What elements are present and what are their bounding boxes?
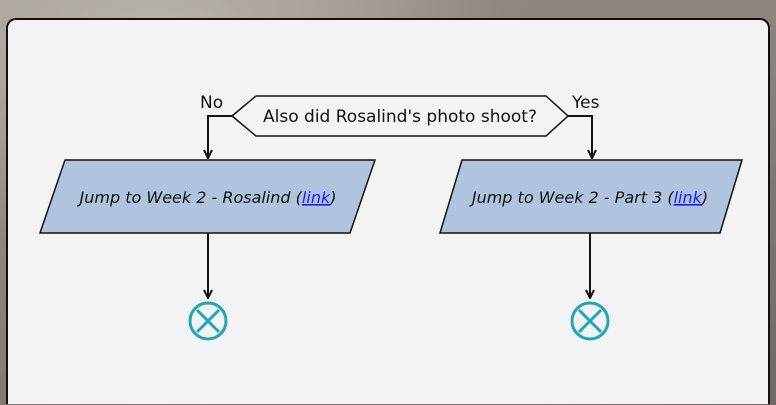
left-box-label: Jump to Week 2 - Rosalind (	[77, 188, 303, 207]
left-box-suffix: )	[329, 188, 336, 207]
left-process-box	[38, 159, 377, 234]
right-box-text: Jump to Week 2 - Part 3 (link)	[469, 188, 708, 207]
right-process-box	[438, 159, 744, 234]
right-box-suffix: )	[701, 188, 708, 207]
left-box-link[interactable]: link	[302, 188, 331, 207]
yes-branch-connector	[568, 115, 592, 158]
decision-text: Also did Rosalind's photo shoot?	[263, 107, 537, 127]
no-branch-connector	[208, 115, 232, 158]
no-label: No	[200, 93, 223, 113]
left-end-node-icon	[188, 301, 228, 341]
right-box-label: Jump to Week 2 - Part 3 (	[469, 188, 674, 207]
yes-label: Yes	[571, 93, 600, 113]
right-box-link[interactable]: link	[674, 188, 703, 207]
right-end-node-icon	[570, 301, 610, 341]
left-box-text: Jump to Week 2 - Rosalind (link)	[77, 188, 337, 207]
